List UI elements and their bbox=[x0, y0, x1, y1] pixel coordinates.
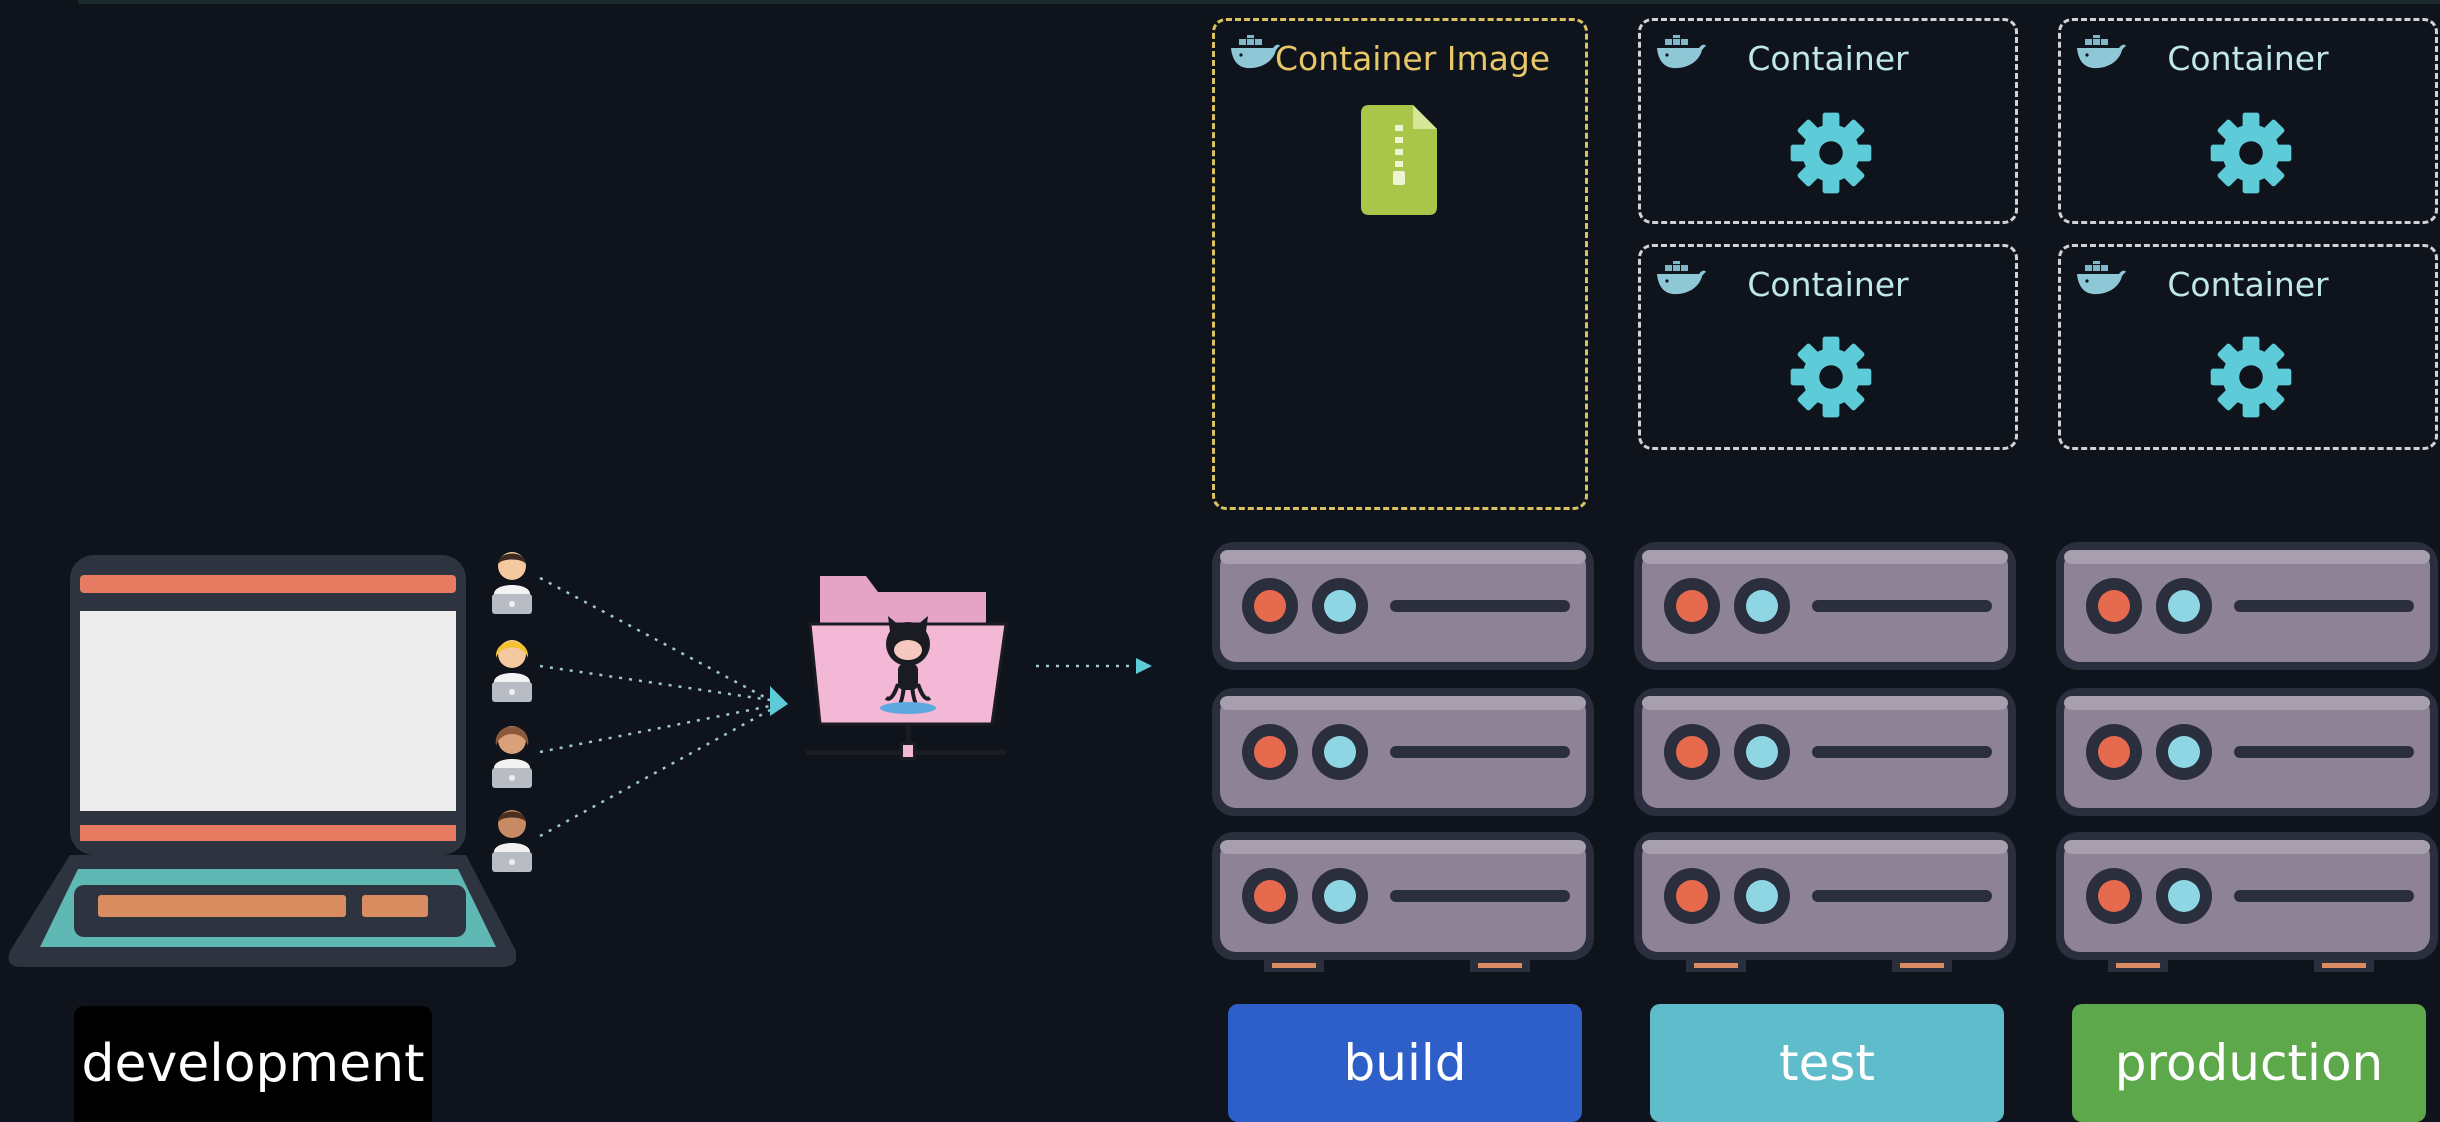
server-foot bbox=[1470, 960, 1530, 972]
developer-icon bbox=[492, 726, 532, 788]
docker-whale-icon bbox=[1229, 35, 1281, 73]
developer-icon bbox=[492, 810, 532, 872]
server-foot bbox=[1892, 960, 1952, 972]
laptop-icon bbox=[8, 555, 516, 967]
container-title: Container bbox=[2167, 265, 2329, 304]
server-foot bbox=[1264, 960, 1324, 972]
container-title: Container bbox=[1747, 39, 1909, 78]
gear-icon bbox=[2209, 111, 2293, 195]
github-folder-icon bbox=[806, 576, 1008, 760]
container-box-test-1: Container bbox=[1638, 18, 2018, 224]
gear-icon bbox=[1789, 111, 1873, 195]
developer-icon bbox=[492, 640, 532, 702]
server-rack-icon bbox=[1212, 832, 1594, 960]
server-rack-icon bbox=[2056, 542, 2438, 670]
container-image-title: Container Image bbox=[1275, 39, 1551, 78]
server-rack-icon bbox=[2056, 688, 2438, 816]
server-foot bbox=[1686, 960, 1746, 972]
gear-icon bbox=[2209, 335, 2293, 419]
container-image-box: Container Image bbox=[1212, 18, 1588, 510]
container-box-test-2: Container bbox=[1638, 244, 2018, 450]
server-rack-icon bbox=[1634, 542, 2016, 670]
container-title: Container bbox=[1747, 265, 1909, 304]
server-rack-icon bbox=[1634, 688, 2016, 816]
server-rack-icon bbox=[1634, 832, 2016, 960]
container-title: Container bbox=[2167, 39, 2329, 78]
container-box-production-2: Container bbox=[2058, 244, 2438, 450]
server-foot bbox=[2108, 960, 2168, 972]
server-rack-icon bbox=[2056, 832, 2438, 960]
build-label: build bbox=[1228, 1004, 1582, 1122]
gear-icon bbox=[1789, 335, 1873, 419]
development-label: development bbox=[74, 1006, 432, 1122]
top-divider bbox=[78, 0, 2440, 4]
container-box-production-1: Container bbox=[2058, 18, 2438, 224]
production-label: production bbox=[2072, 1004, 2426, 1122]
test-label: test bbox=[1650, 1004, 2004, 1122]
zip-file-icon bbox=[1361, 105, 1437, 215]
server-foot bbox=[2314, 960, 2374, 972]
server-rack-icon bbox=[1212, 688, 1594, 816]
server-rack-icon bbox=[1212, 542, 1594, 670]
